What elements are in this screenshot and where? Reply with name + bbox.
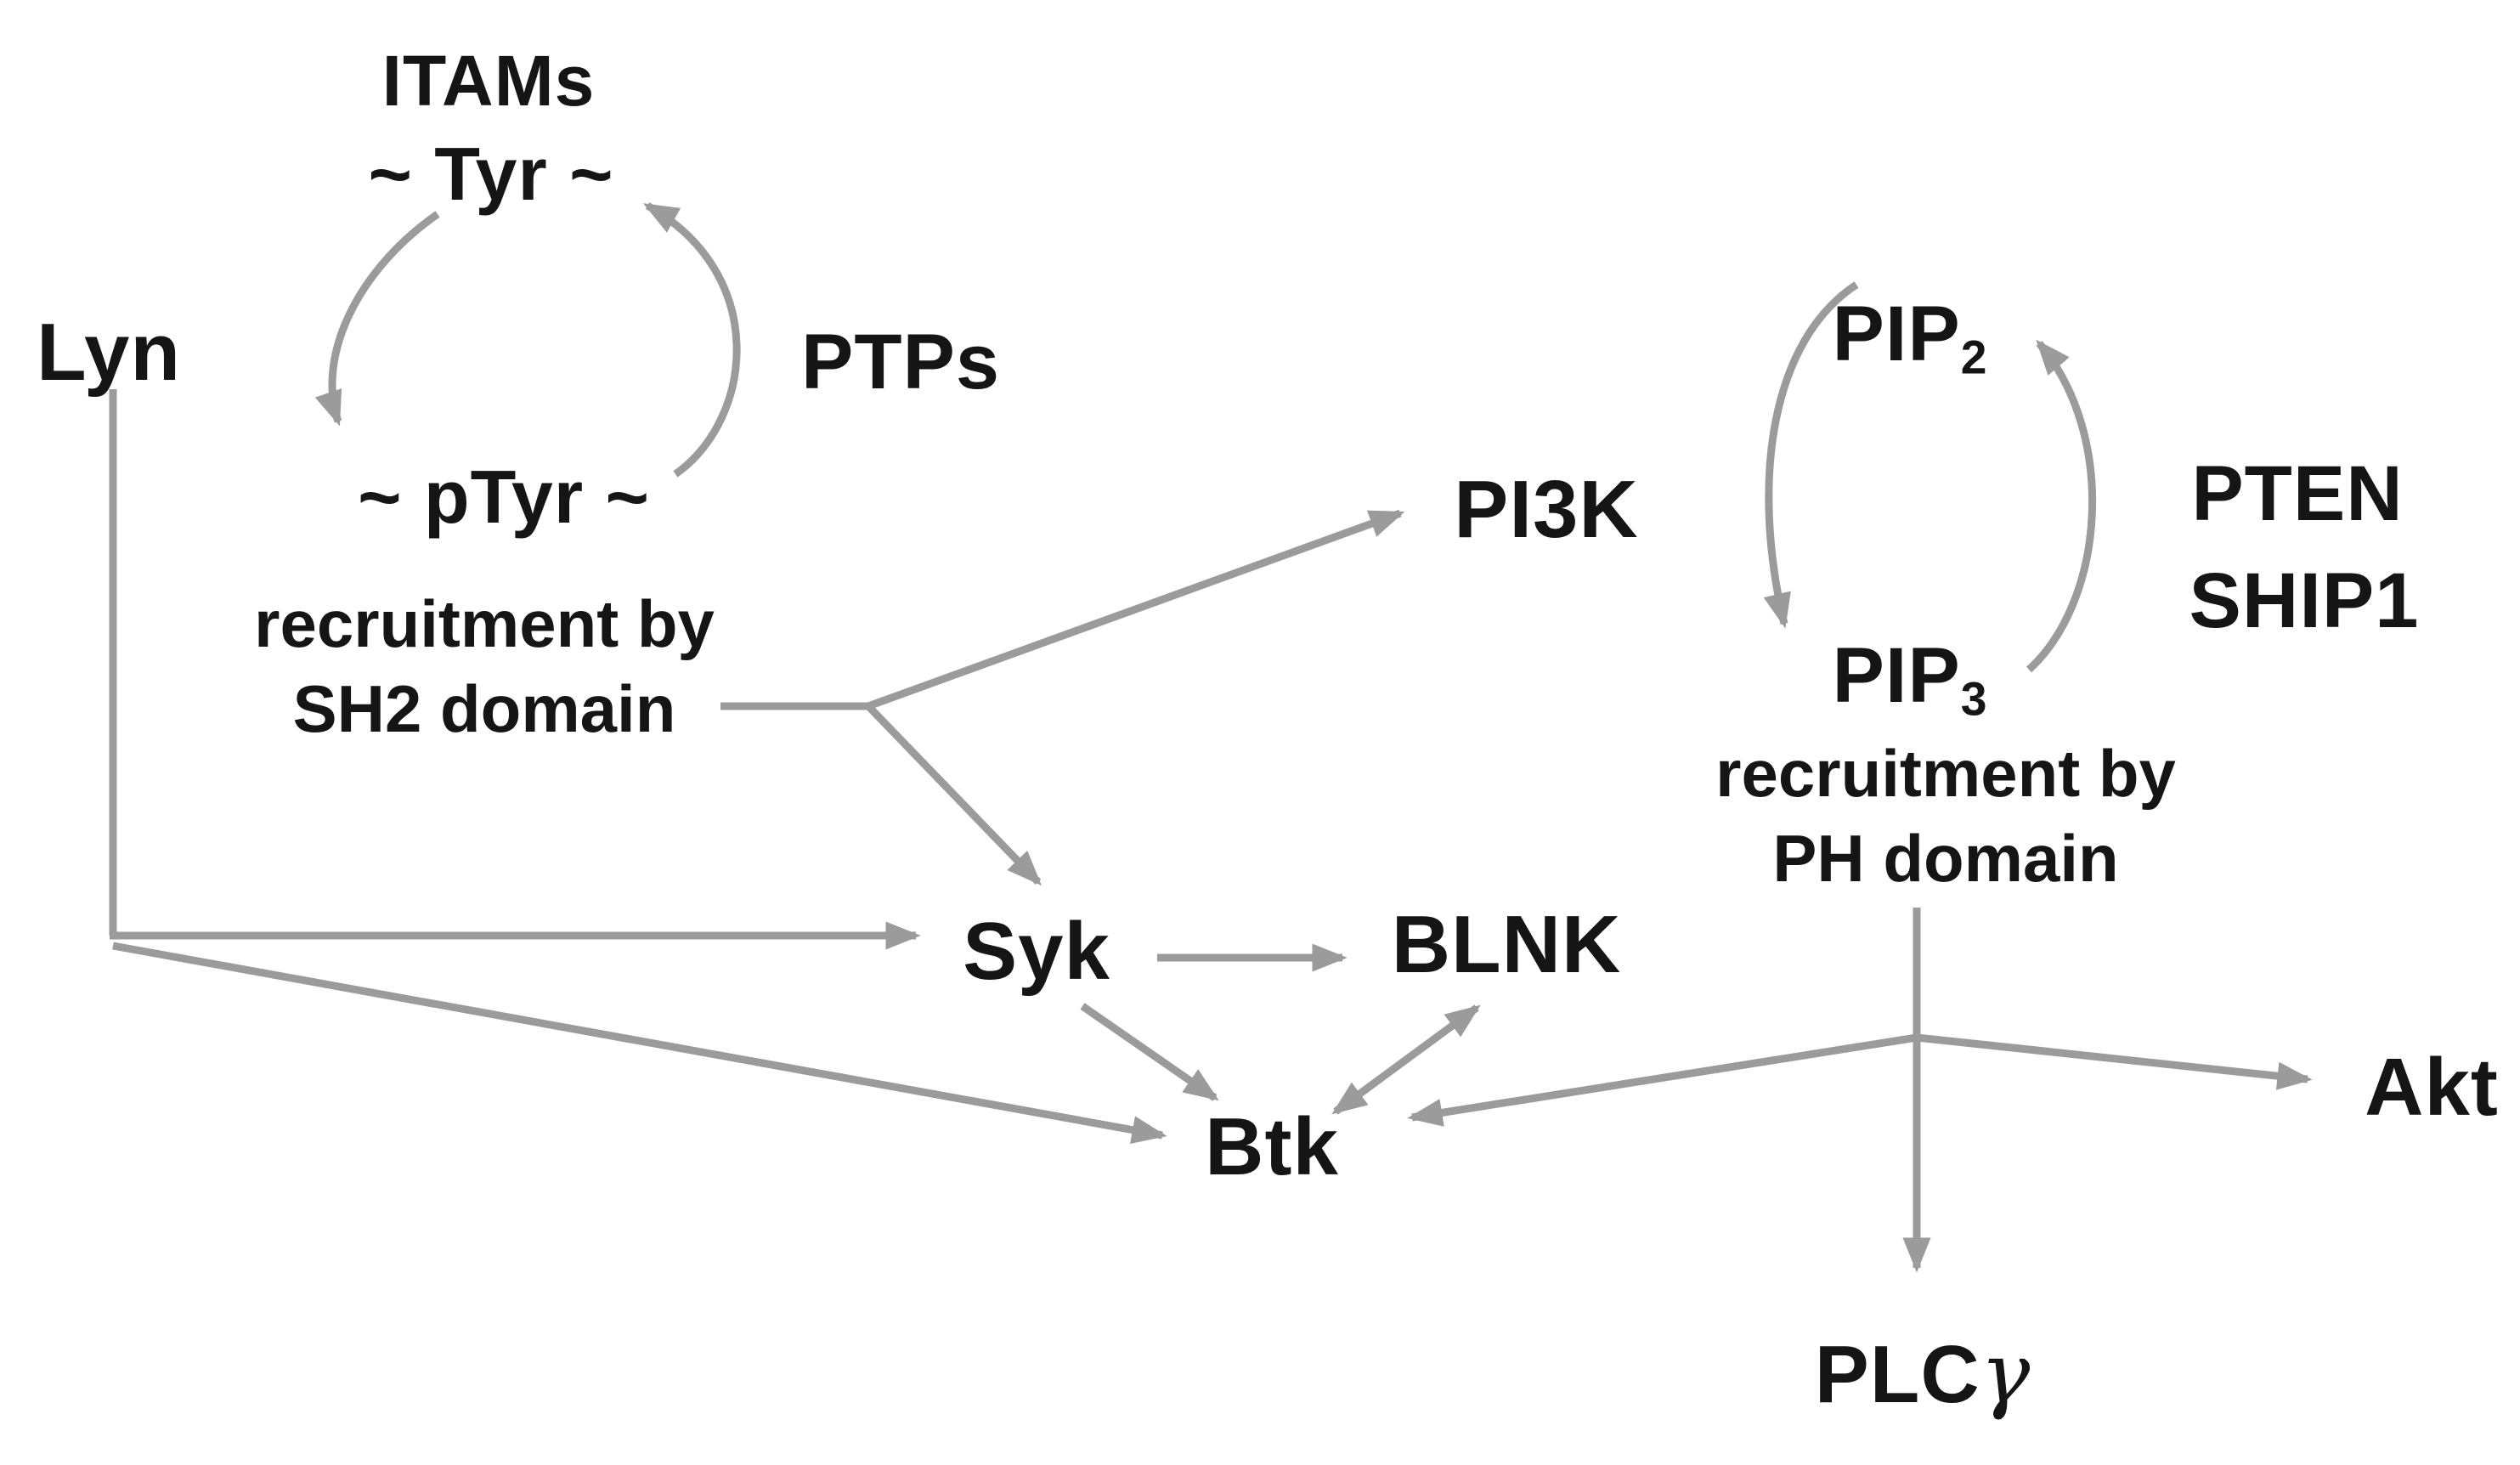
label-ship1-text: SHIP1 — [2189, 557, 2420, 644]
arrow-ptyr-to-tyr-cycle — [642, 202, 741, 478]
label-pip3-text: 3 — [1960, 672, 1988, 726]
annotation-ph-note-line: PH domain — [1772, 821, 2119, 896]
label-syk: Syk — [963, 911, 1110, 993]
label-akt: Akt — [2365, 1047, 2499, 1128]
arrow-sh2-to-syk — [865, 703, 1042, 886]
label-ship1: SHIP1 — [2189, 562, 2420, 640]
label-plcg-text: γ — [1980, 1326, 2031, 1423]
label-pip3-text: PIP — [1832, 632, 1961, 720]
annotation-sh2-note: recruitment by SH2 domain — [254, 582, 715, 752]
label-btk-text: Btk — [1205, 1101, 1339, 1192]
label-tyr: ~ Tyr ~ — [368, 137, 613, 212]
label-ptps-text: PTPs — [800, 319, 1001, 405]
annotation-sh2-note-line: SH2 domain — [292, 671, 676, 746]
label-ptps: PTPs — [801, 323, 1000, 401]
label-blnk-text: BLNK — [1391, 899, 1622, 990]
label-akt-text: Akt — [2365, 1042, 2499, 1133]
arrow-pip2-to-pip3-cycle — [1763, 281, 1859, 629]
label-lyn-text: Lyn — [36, 307, 182, 398]
label-pi3k: PI3K — [1454, 469, 1638, 551]
label-pip3: PIP3 — [1833, 636, 1988, 723]
label-tyr-text: ~ Tyr ~ — [368, 132, 614, 216]
label-btk: Btk — [1205, 1106, 1339, 1188]
arrow-sh2-to-pi3k — [867, 509, 1405, 710]
label-pip2-text: 2 — [1960, 331, 1988, 384]
label-pten: PTEN — [2191, 455, 2403, 533]
arrow-tyr-to-ptyr-cycle — [314, 211, 440, 427]
arrow-lyn-to-btk — [112, 942, 1167, 1144]
label-pip2: PIP2 — [1833, 295, 1988, 382]
label-itams-text: ITAMs — [381, 41, 596, 121]
label-pten-text: PTEN — [2191, 450, 2404, 537]
annotation-ph-note-line: recruitment by — [1715, 736, 2176, 812]
label-syk-text: Syk — [963, 906, 1110, 997]
label-blnk: BLNK — [1392, 904, 1622, 986]
arrow-syk-to-btk — [1080, 1003, 1219, 1101]
arrow-pip3-to-akt — [1916, 1033, 2313, 1090]
arrow-blnk-btk-bidirectional — [1331, 1004, 1481, 1115]
label-plcg-text: PLC — [1814, 1329, 1980, 1421]
annotation-sh2-note-line: recruitment by — [254, 586, 715, 662]
label-plcg: PLCγ — [1815, 1332, 2031, 1417]
label-itams: ITAMs — [382, 45, 596, 116]
annotation-ph-note: recruitment by PH domain — [1715, 732, 2176, 902]
label-ptyr-text: ~ pTyr ~ — [358, 455, 650, 539]
label-lyn: Lyn — [37, 312, 181, 393]
label-pip2-text: PIP — [1832, 291, 1961, 378]
arrow-pip3-to-btk — [1407, 1033, 1918, 1127]
label-ptyr: ~ pTyr ~ — [358, 460, 650, 535]
arrow-pip3-to-pip2-cycle — [2026, 339, 2097, 673]
label-pi3k-text: PI3K — [1454, 464, 1639, 555]
